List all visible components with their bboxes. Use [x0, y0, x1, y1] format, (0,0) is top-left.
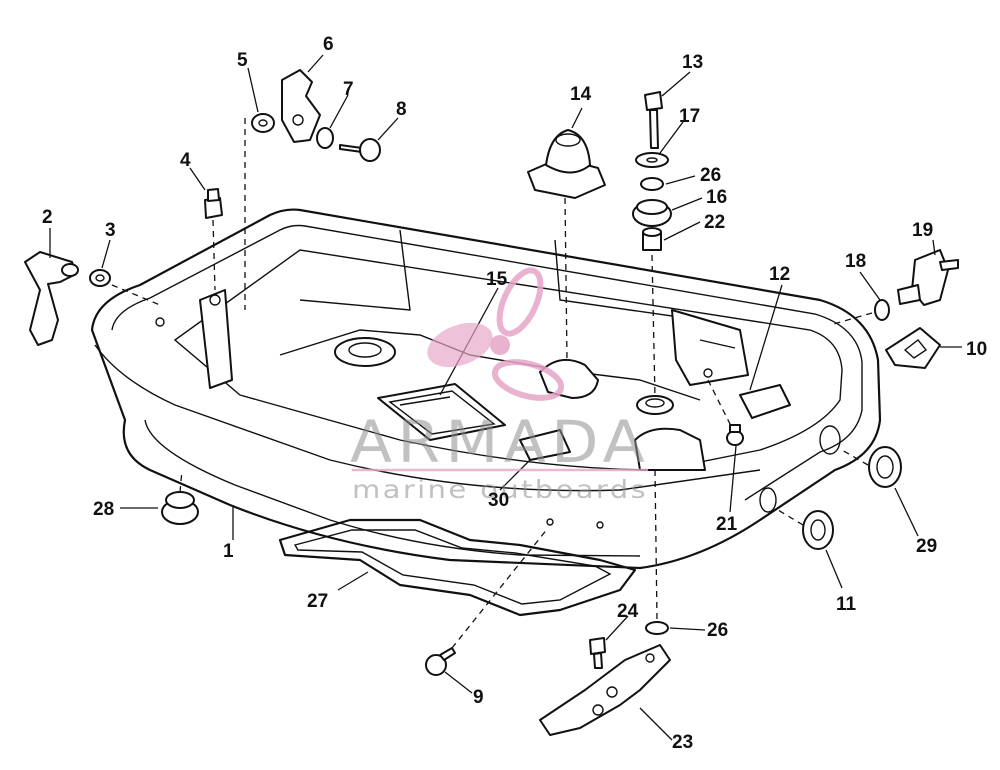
part-10-clip [885, 327, 941, 369]
callout-29: 29 [916, 536, 937, 557]
callout-15: 15 [486, 269, 508, 290]
callout-16: 16 [706, 187, 727, 208]
callout-26-bottom: 26 [707, 620, 728, 641]
bottom-seal-27 [278, 518, 637, 617]
callout-26-top: 26 [700, 165, 721, 186]
watermark-tagline: marine outboards [352, 475, 648, 504]
part-26-washer-top [640, 177, 664, 191]
part-21-screw [726, 424, 744, 446]
part-2-lever [24, 251, 79, 346]
part-8-screw [339, 138, 381, 162]
callout-9: 9 [473, 687, 484, 708]
callout-24: 24 [617, 601, 639, 622]
callout-2: 2 [42, 207, 53, 228]
callout-labels: 1 2 3 4 5 6 7 8 9 10 11 12 13 14 15 16 1… [42, 34, 987, 753]
part-6-hook [281, 69, 321, 143]
callout-13: 13 [682, 52, 703, 73]
callout-5: 5 [237, 50, 248, 71]
callout-3: 3 [105, 220, 116, 241]
callout-4: 4 [180, 150, 191, 171]
part-14-grommet [527, 129, 606, 199]
part-4-fitting [204, 188, 223, 219]
callout-11: 11 [836, 594, 857, 615]
callout-1: 1 [223, 541, 234, 562]
part-9-screw [425, 647, 456, 676]
callout-18: 18 [845, 251, 866, 272]
part-5-washer [251, 113, 275, 133]
callout-6: 6 [323, 34, 334, 55]
part-26-washer-bottom [645, 621, 669, 635]
callout-27: 27 [307, 591, 328, 612]
part-29-grommet [868, 446, 902, 488]
armada-watermark: ARMADA marine outboards [350, 267, 650, 504]
callout-28: 28 [93, 499, 114, 520]
callout-21: 21 [716, 514, 738, 535]
part-24-screw [589, 637, 606, 669]
callout-12: 12 [769, 264, 790, 285]
lower-cowl-pan [90, 208, 882, 570]
part-16-grommet [632, 199, 672, 227]
callout-30: 30 [488, 490, 509, 511]
leader-lines [49, 54, 962, 741]
part-28-grommet [161, 491, 199, 525]
part-23-bracket [539, 644, 671, 736]
part-17-washer [635, 152, 669, 168]
callout-8: 8 [396, 99, 407, 120]
callout-19: 19 [912, 220, 933, 241]
callout-10: 10 [966, 339, 987, 360]
part-3-washer [89, 269, 111, 287]
part-18-washer [874, 299, 890, 321]
part-19-valve [897, 249, 959, 306]
callout-23: 23 [672, 732, 693, 753]
propeller-logo-icon [427, 267, 565, 401]
part-13-bolt [644, 91, 663, 149]
watermark-brand: ARMADA [350, 408, 650, 476]
callout-7: 7 [343, 79, 354, 100]
part-11-grommet [802, 510, 834, 550]
part-7-washer [316, 127, 334, 149]
callout-14: 14 [570, 84, 592, 105]
callout-17: 17 [679, 106, 700, 127]
part-22-sleeve [642, 227, 662, 251]
callout-22: 22 [704, 212, 725, 233]
